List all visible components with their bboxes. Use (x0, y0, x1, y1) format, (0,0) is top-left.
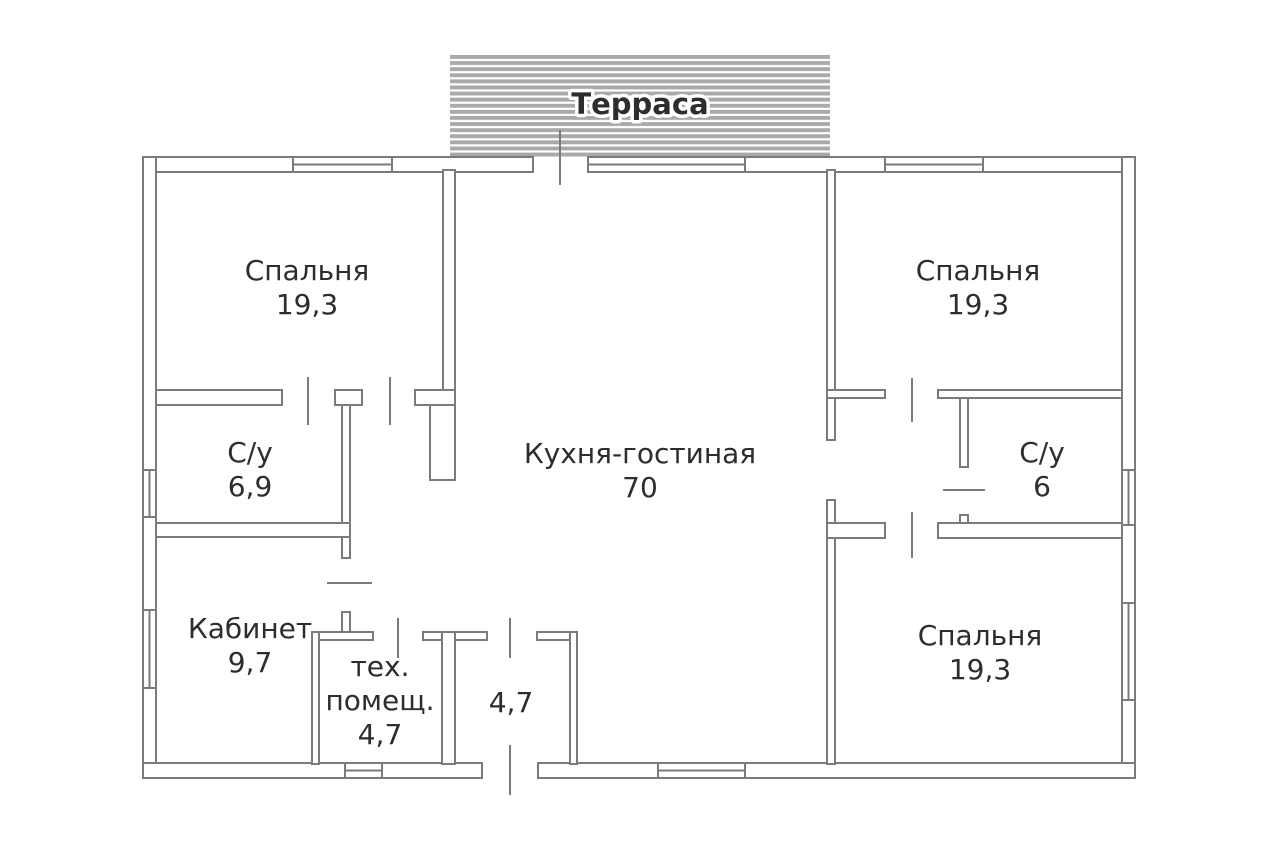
window-bathroom-left (142, 469, 157, 518)
room-labels: Спальня 19,3 Спальня 19,3 С/у 6,9 Кухня-… (188, 254, 1065, 751)
windows (142, 156, 1136, 779)
room-name: Спальня (918, 619, 1043, 652)
room-kitchen-living: Кухня-гостиная 70 (524, 437, 756, 504)
interior-walls (155, 169, 1123, 765)
room-bedroom-top-left: Спальня 19,3 (245, 254, 370, 321)
window-kitchen-south (657, 762, 746, 779)
room-area: 19,3 (947, 288, 1009, 321)
window-tech-room (344, 762, 383, 779)
room-bathroom-left: С/у 6,9 (227, 436, 273, 503)
room-name: С/у (1019, 436, 1065, 469)
room-tech: тех. помещ. 4,7 (325, 650, 434, 751)
room-name-line2: помещ. (325, 684, 434, 717)
room-area: 4,7 (489, 686, 534, 719)
window-bedroom-tl (292, 156, 393, 173)
room-name: Спальня (916, 254, 1041, 287)
room-area: 19,3 (276, 288, 338, 321)
room-entry: 4,7 (489, 686, 534, 719)
window-bedroom-tr (884, 156, 984, 173)
terrace-decking (450, 55, 830, 157)
room-bathroom-right: С/у 6 (1019, 436, 1065, 503)
room-area: 6 (1033, 470, 1051, 503)
window-kitchen-terrace (587, 156, 746, 173)
room-area: 19,3 (949, 653, 1011, 686)
window-bedroom-br (1121, 602, 1136, 701)
room-area: 6,9 (228, 470, 273, 503)
terrace-label: Терраса (571, 87, 708, 121)
room-name: Кухня-гостиная (524, 437, 756, 470)
room-bedroom-top-right: Спальня 19,3 (916, 254, 1041, 321)
window-bathroom-right (1121, 469, 1136, 526)
door-marks (307, 130, 985, 795)
room-name: С/у (227, 436, 273, 469)
room-office: Кабинет 9,7 (188, 612, 312, 679)
window-office (142, 609, 157, 689)
room-area: 70 (622, 471, 658, 504)
room-name: Кабинет (188, 612, 312, 645)
room-name-line1: тех. (350, 650, 409, 683)
room-bedroom-bottom-right: Спальня 19,3 (918, 619, 1043, 686)
terrace: Терраса (450, 55, 830, 157)
room-area: 4,7 (358, 718, 403, 751)
room-area: 9,7 (228, 646, 273, 679)
room-name: Спальня (245, 254, 370, 287)
